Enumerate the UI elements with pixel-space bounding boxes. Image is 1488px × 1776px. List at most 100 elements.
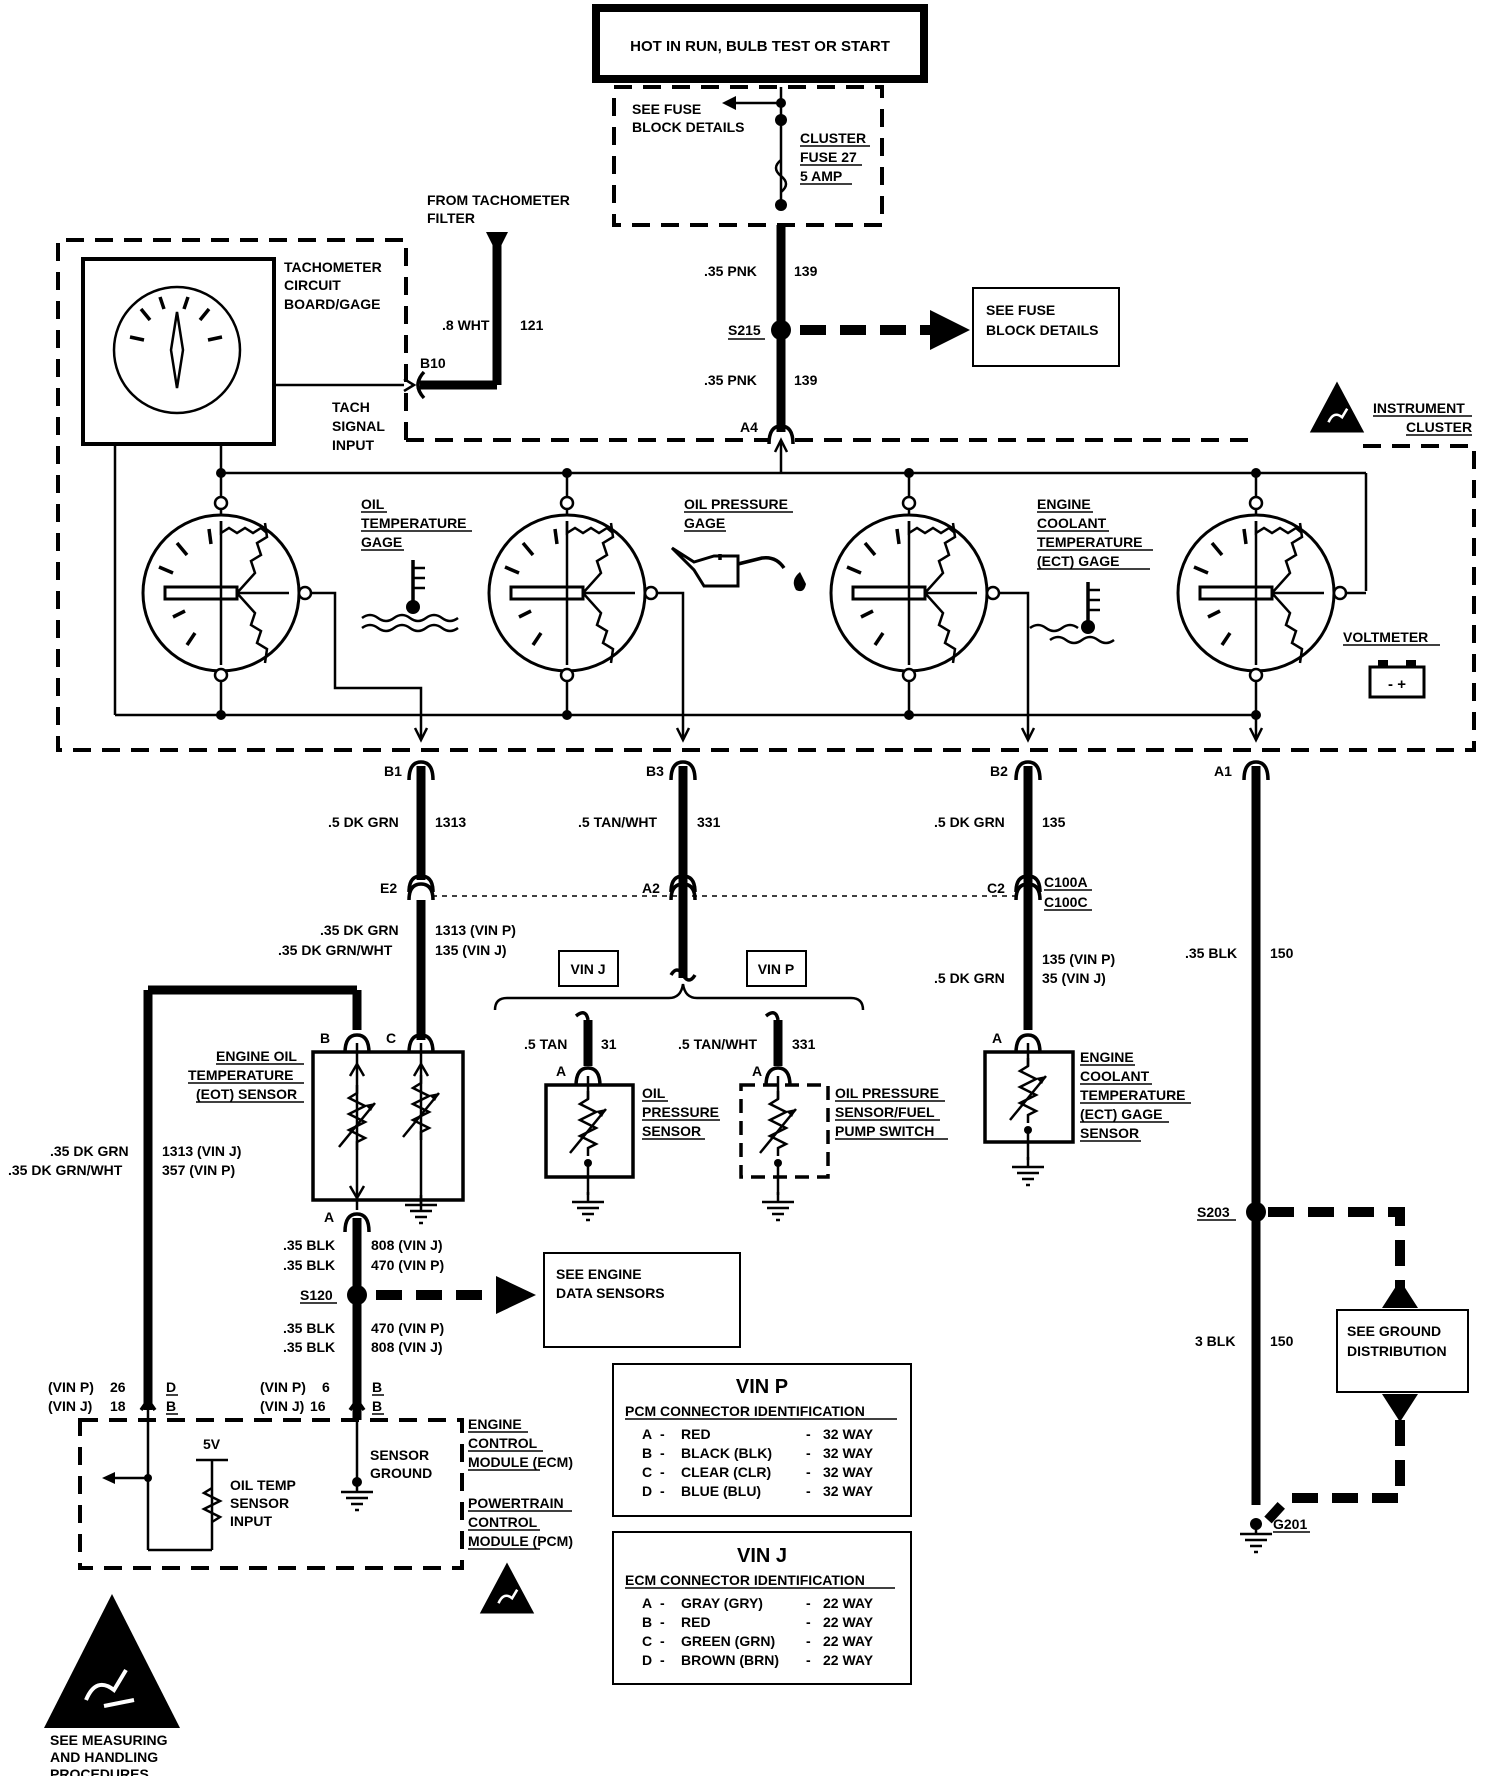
ect-sensor-label: (ECT) GAGE [1080, 1106, 1162, 1122]
svg-text:-: - [806, 1633, 811, 1649]
wire-circuit-label: 1313 [435, 814, 466, 830]
wire-gauge-label: .35 PNK [704, 263, 757, 279]
wire-gauge-label: .5 TAN/WHT [678, 1036, 758, 1052]
ect-gauge-label: ENGINE [1037, 496, 1091, 512]
wire-gauge-label: .35 PNK [704, 372, 757, 388]
oil-pressure-gauge [487, 473, 659, 715]
splice-label: S203 [1197, 1204, 1230, 1220]
ect-gauge-label: (ECT) GAGE [1037, 553, 1119, 569]
svg-text:-: - [660, 1633, 665, 1649]
fuse-label: CLUSTER [800, 130, 866, 146]
wire-circuit-label: 331 [697, 814, 721, 830]
wire-gauge-label: .5 DK GRN [934, 970, 1005, 986]
connector-label: B3 [646, 763, 664, 779]
pcm-pin-label: (VIN P) [260, 1379, 306, 1395]
wire-gauge-label: .35 DK GRN/WHT [8, 1162, 123, 1178]
wire-gauge-label: .5 DK GRN [328, 814, 399, 830]
instrument-cluster-label: CLUSTER [1406, 419, 1472, 435]
pin-label: A [992, 1030, 1002, 1046]
svg-text:B: B [642, 1445, 652, 1461]
vin-split-brace [493, 983, 865, 1011]
table-row: C-CLEAR (CLR)-32 WAY [642, 1464, 874, 1480]
table-title: VIN J [737, 1545, 787, 1567]
oil-pressure-sensor-label: PRESSURE [642, 1104, 719, 1120]
splice-s203 [1246, 1202, 1266, 1222]
eot-sensor-label: TEMPERATURE [188, 1067, 294, 1083]
wire-gauge-label: .35 BLK [283, 1320, 335, 1336]
wire-circuit-label: 1313 (VIN J) [162, 1143, 241, 1159]
fuse-label: FUSE 27 [800, 149, 857, 165]
arrow-down-icon [1382, 1394, 1418, 1422]
pcm-input-label: INPUT [230, 1513, 272, 1529]
ecm-label: MODULE (ECM) [468, 1454, 573, 1470]
svg-text:-: - [806, 1483, 811, 1499]
tach-input-label: INPUT [332, 437, 374, 453]
pcm-ground-label: SENSOR [370, 1447, 429, 1463]
svg-text:-: - [660, 1426, 665, 1442]
wire-gauge-label: .35 BLK [283, 1257, 335, 1273]
ect-gauge-label: TEMPERATURE [1037, 534, 1143, 550]
see-ground-distribution-box [1336, 1309, 1469, 1393]
eot-sensor [311, 1043, 465, 1225]
pcm-pin-label: (VIN J) [260, 1398, 304, 1414]
tach-filter-label: FROM TACHOMETER [427, 192, 570, 208]
see-fuse-label: SEE FUSE [986, 302, 1055, 318]
power-source-box [592, 4, 928, 83]
wire-circuit-label: 135 (VIN P) [1042, 951, 1115, 967]
esd-warning-icon [478, 1561, 536, 1615]
pcm-ground-label: GROUND [370, 1465, 432, 1481]
see-engine-data-box [543, 1252, 741, 1348]
see-fuse-label: BLOCK DETAILS [986, 322, 1099, 338]
esd-label: PROCEDURES [50, 1766, 149, 1776]
wire-gauge-label: .5 TAN/WHT [578, 814, 658, 830]
connector-label: A1 [1214, 763, 1232, 779]
connector-name-label: C100A [1044, 874, 1088, 890]
connector-label: B2 [990, 763, 1008, 779]
wire-circuit-label: 357 (VIN P) [162, 1162, 235, 1178]
ect-gauge-label: COOLANT [1037, 515, 1107, 531]
svg-text:22 WAY: 22 WAY [823, 1614, 874, 1630]
vin-j-connector-table: VIN J ECM CONNECTOR IDENTIFICATION A-GRA… [612, 1531, 912, 1685]
wire-circuit-label: 135 [1042, 814, 1066, 830]
esd-label: SEE MEASURING [50, 1732, 168, 1748]
wire-circuit-label: 31 [601, 1036, 617, 1052]
svg-text:-: - [660, 1595, 665, 1611]
instrument-cluster-label: INSTRUMENT [1373, 400, 1465, 416]
connector-label: B1 [384, 763, 402, 779]
pcm-pin-label: 18 [110, 1398, 126, 1414]
wire-circuit-label: 1313 (VIN P) [435, 922, 516, 938]
wire-circuit-label: 139 [794, 263, 818, 279]
wire-circuit-label: 135 (VIN J) [435, 942, 507, 958]
esd-handling-icon [44, 1594, 180, 1728]
pcm-pin-label: B [166, 1398, 176, 1414]
wire-circuit-label: 121 [520, 317, 544, 333]
svg-text:22 WAY: 22 WAY [823, 1652, 874, 1668]
battery-polarity-label: - + [1388, 676, 1406, 693]
wire-gauge-label: .8 WHT [442, 317, 490, 333]
wire-circuit-label: 808 (VIN J) [371, 1339, 443, 1355]
table-row: C-GREEN (GRN)-22 WAY [642, 1633, 874, 1649]
svg-text:-: - [806, 1426, 811, 1442]
splice-label: S120 [300, 1287, 333, 1303]
svg-text:BLACK (BLK): BLACK (BLK) [681, 1445, 772, 1461]
table-row: A-RED-32 WAY [642, 1426, 874, 1442]
ect-sensor-label: SENSOR [1080, 1125, 1139, 1141]
connector-label: C2 [987, 880, 1005, 896]
pin-label: B [320, 1030, 330, 1046]
coolant-thermometer-icon [1029, 582, 1115, 645]
esd-warning-icon [1308, 380, 1366, 434]
pin-label: A [752, 1063, 762, 1079]
oil-temp-gauge-label: TEMPERATURE [361, 515, 467, 531]
oil-temp-gauge-label: OIL [361, 496, 385, 512]
svg-text:D: D [642, 1483, 652, 1499]
svg-text:32 WAY: 32 WAY [823, 1445, 874, 1461]
tach-board-label: TACHOMETER [284, 259, 382, 275]
svg-text:-: - [660, 1614, 665, 1630]
svg-text:-: - [806, 1445, 811, 1461]
oil-pressure-sensor-label: OIL [642, 1085, 666, 1101]
arrow-left-icon [102, 1472, 115, 1484]
wire-circuit-label: 150 [1270, 945, 1294, 961]
wire-circuit-label: 331 [792, 1036, 816, 1052]
ect-gauge [829, 473, 1001, 715]
pcm-pin-label: 26 [110, 1379, 126, 1395]
